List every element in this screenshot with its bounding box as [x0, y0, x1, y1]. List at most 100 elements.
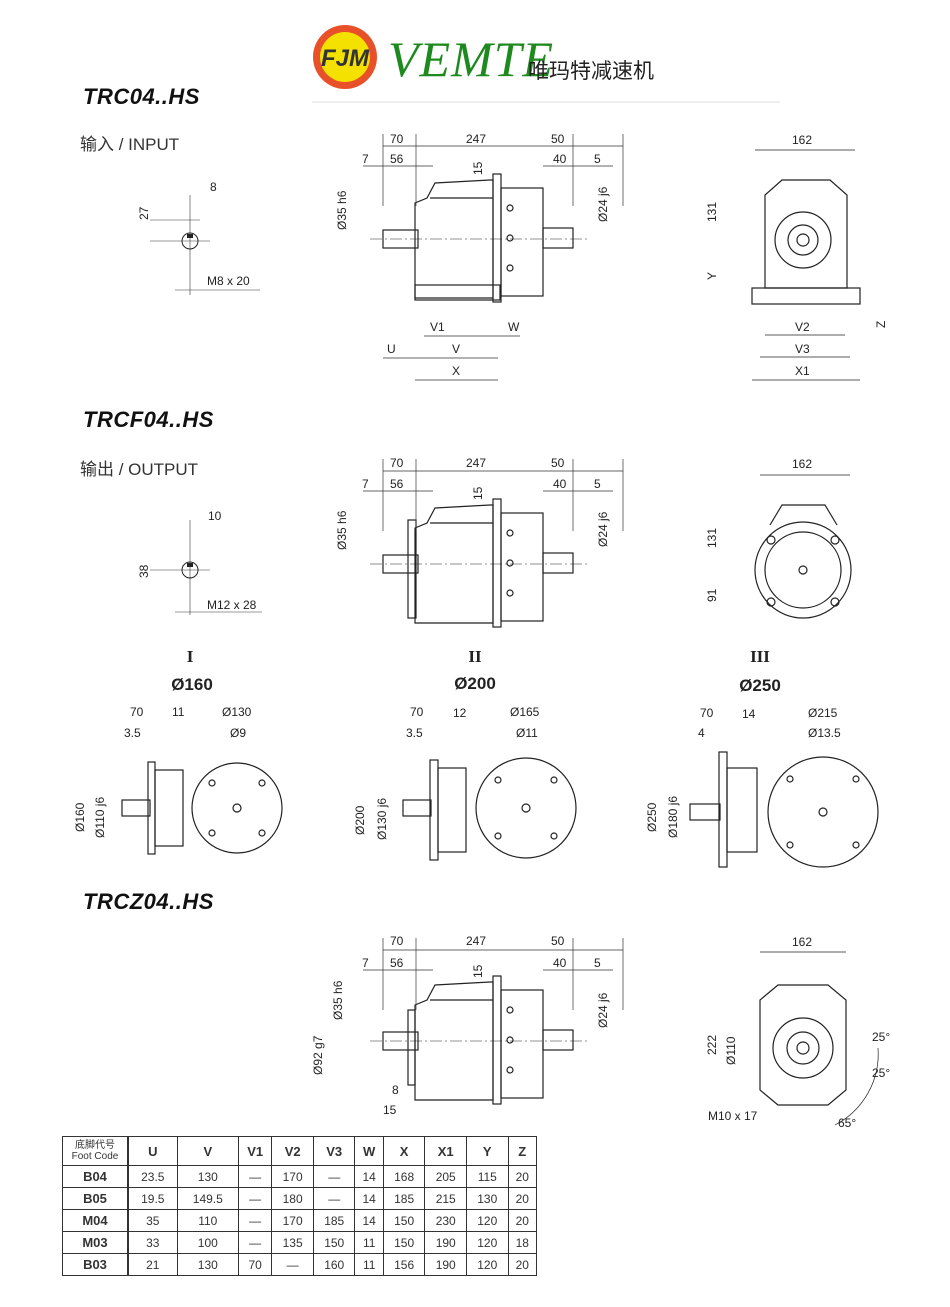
foot-code-cell: B04	[62, 1165, 129, 1188]
svg-text:3.5: 3.5	[406, 726, 423, 740]
svg-text:247: 247	[466, 456, 486, 470]
svg-text:V3: V3	[795, 342, 810, 356]
svg-text:Ø180 j6: Ø180 j6	[666, 796, 680, 838]
table-cell: 70	[237, 1253, 273, 1276]
svg-text:56: 56	[390, 956, 404, 970]
svg-text:I: I	[187, 647, 194, 666]
col-header: V3	[312, 1136, 356, 1166]
svg-text:Ø110 j6: Ø110 j6	[93, 797, 107, 838]
svg-text:V: V	[452, 342, 460, 356]
table-cell: 135	[271, 1231, 314, 1254]
svg-text:70: 70	[390, 132, 404, 146]
svg-text:Ø130 j6: Ø130 j6	[375, 798, 389, 840]
svg-text:56: 56	[390, 152, 404, 166]
svg-text:91: 91	[705, 588, 719, 602]
svg-text:70: 70	[390, 456, 404, 470]
svg-text:12: 12	[453, 706, 467, 720]
brand-name: VEMTE	[388, 31, 555, 87]
table-cell: 20	[507, 1165, 538, 1188]
svg-text:Ø11: Ø11	[516, 726, 538, 740]
trcf-side-view: 70 247 50 7 56 15 40 5 Ø35 h6 Ø24 j6	[335, 456, 624, 628]
svg-text:Ø35 h6: Ø35 h6	[331, 980, 345, 1020]
table-cell: 150	[312, 1231, 356, 1254]
table-cell: —	[312, 1165, 356, 1188]
section-title-trcz: TRCZ04..HS	[83, 889, 214, 914]
table-cell: 14	[354, 1165, 384, 1188]
svg-text:M10 x 17: M10 x 17	[708, 1109, 758, 1123]
svg-text:Ø13.5: Ø13.5	[808, 726, 841, 740]
table-cell: 120	[465, 1231, 509, 1254]
svg-text:40: 40	[553, 477, 567, 491]
svg-text:V1: V1	[430, 320, 445, 334]
table-cell: 185	[382, 1187, 426, 1210]
svg-text:40: 40	[553, 956, 567, 970]
svg-text:222: 222	[705, 1035, 719, 1055]
section-subtitle-output: 输出 / OUTPUT	[80, 460, 199, 479]
table-cell: —	[237, 1209, 273, 1232]
svg-text:5: 5	[594, 956, 601, 970]
table-cell: 115	[465, 1165, 509, 1188]
foot-code-cell: M04	[62, 1209, 129, 1232]
svg-text:3.5: 3.5	[124, 726, 141, 740]
col-header: X1	[424, 1136, 467, 1166]
table-cell: 14	[354, 1209, 384, 1232]
svg-text:247: 247	[466, 132, 486, 146]
svg-text:Ø250: Ø250	[645, 802, 659, 832]
svg-text:65°: 65°	[838, 1116, 856, 1130]
svg-text:11: 11	[172, 705, 185, 719]
svg-text:III: III	[750, 647, 770, 666]
input-shaft-view: 8 27 M8 x 20	[137, 180, 260, 295]
table-cell: 23.5	[127, 1165, 178, 1188]
svg-text:7: 7	[362, 152, 369, 166]
svg-text:15: 15	[471, 486, 485, 500]
svg-text:7: 7	[362, 477, 369, 491]
svg-text:X1: X1	[795, 364, 810, 378]
svg-text:70: 70	[130, 705, 144, 719]
svg-text:Ø215: Ø215	[808, 706, 838, 720]
col-header: U	[127, 1136, 178, 1166]
table-cell: 149.5	[176, 1187, 239, 1210]
table-cell: 20	[507, 1187, 538, 1210]
col-header: X	[382, 1136, 426, 1166]
svg-text:Ø92 g7: Ø92 g7	[311, 1035, 325, 1075]
table-cell: 11	[354, 1231, 384, 1254]
table-cell: 20	[507, 1209, 538, 1232]
trcz-side-view: 70 247 50 7 56 15 40 5 Ø35 h6 Ø24 j6 Ø92…	[311, 934, 624, 1117]
svg-text:162: 162	[792, 457, 812, 471]
table-cell: 190	[424, 1231, 467, 1254]
svg-text:X: X	[452, 364, 460, 378]
table-cell: 20	[507, 1253, 538, 1276]
foot-code-cell: M03	[62, 1231, 129, 1254]
table-cell: 150	[382, 1231, 426, 1254]
table-cell: 215	[424, 1187, 467, 1210]
table-cell: 156	[382, 1253, 426, 1276]
col-header: Z	[507, 1136, 538, 1166]
svg-text:15: 15	[471, 161, 485, 175]
svg-text:M8 x 20: M8 x 20	[207, 274, 250, 288]
svg-text:15: 15	[383, 1103, 397, 1117]
svg-text:Z: Z	[874, 321, 888, 328]
svg-text:14: 14	[742, 707, 756, 721]
svg-text:8: 8	[210, 180, 217, 194]
table-cell: 160	[312, 1253, 356, 1276]
svg-text:Ø130: Ø130	[222, 705, 252, 719]
svg-text:Ø24 j6: Ø24 j6	[596, 511, 610, 547]
col-header: Y	[465, 1136, 509, 1166]
section-title-trcf: TRCF04..HS	[83, 407, 214, 432]
table-cell: —	[237, 1187, 273, 1210]
svg-text:Ø24 j6: Ø24 j6	[596, 186, 610, 222]
table-cell: 130	[465, 1187, 509, 1210]
svg-text:Y: Y	[705, 272, 719, 280]
svg-text:70: 70	[390, 934, 404, 948]
svg-text:Ø250: Ø250	[739, 676, 781, 695]
table-cell: 35	[127, 1209, 178, 1232]
svg-text:8: 8	[392, 1083, 399, 1097]
table-cell: 14	[354, 1187, 384, 1210]
